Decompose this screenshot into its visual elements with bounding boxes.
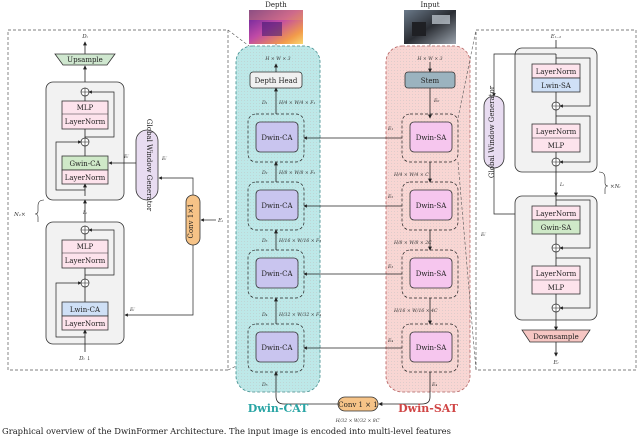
encoder-detail-panel: Eₗ₋₁ LayerNorm Lwin-SA LayerNorm MLP Glo… [475, 29, 637, 371]
dwin-sa-label: Dwin-SA [416, 134, 448, 142]
l-i-label: Lᵢ [82, 210, 87, 216]
layernorm-label: LayerNorm [65, 257, 106, 265]
mlp-label: MLP [548, 142, 565, 150]
dwin-ca-label: Dwin-CA [261, 134, 293, 142]
main-architecture: Depth Input H × W × 3 H × W × 3 Depth He… [235, 1, 471, 424]
dwin-ca-label: Dwin-CA [261, 202, 293, 210]
decoder-detail-panel: Dᵢ Upsample MLP LayerNorm Gwin-CA LayerN… [7, 29, 229, 371]
dwin-sa-block[interactable] [409, 257, 453, 289]
e4-label: E₄ [387, 338, 393, 344]
dwin-sa-label: Dwin-SA [416, 270, 448, 278]
e3-dim-label: H/16 × W/16 × 4C [393, 308, 438, 314]
dwin-sa-block[interactable] [409, 189, 453, 221]
d1-label: D₁ [261, 100, 268, 106]
input-dim-label: H × W × 3 [416, 56, 442, 62]
dwin-sa-block[interactable] [409, 331, 453, 363]
layernorm-label: LayerNorm [536, 270, 577, 278]
d3-label: D₃ [261, 238, 268, 244]
decoder-stage-1: Dwin-CA D₁ H/4 × W/4 × F₁ [247, 87, 315, 163]
d1-dim-label: H/4 × W/4 × F₁ [278, 100, 315, 106]
d-i-bottom-label: Dᵢ ↓ [78, 356, 91, 362]
dwin-ca-label: Dwin-CA [261, 270, 293, 278]
decoder-detail-frame [7, 29, 229, 371]
layernorm-label: LayerNorm [536, 68, 577, 76]
dwin-cat-label: Dwin-CAT [248, 402, 309, 415]
dwin-sa-block[interactable] [409, 121, 453, 153]
input-caption: Input [420, 1, 439, 9]
e-l-minus-1-label: Eₗ₋₁ [550, 34, 561, 40]
global-window-generator-label: Global Window Generator [145, 119, 153, 212]
d-i-top-label: Dᵢ [81, 34, 88, 40]
dwin-ca-block[interactable] [255, 331, 299, 363]
e0-label: E₀ [433, 98, 439, 104]
d3-dim-label: H/16 × W/16 × F₃ [278, 238, 321, 244]
stem-label: Stem [421, 77, 440, 85]
d2-dim-label: H/8 × W/8 × F₂ [278, 170, 315, 176]
encoder-stage-1: Dwin-SA E₁ H/4 × W/4 × C [387, 113, 459, 183]
mlp-ln-group [61, 100, 109, 130]
e2-dim-label: H/8 × W/8 × 2C [393, 240, 432, 246]
input-dim-label: H × W × 3 [264, 56, 290, 62]
dwin-ca-block[interactable] [255, 189, 299, 221]
repeat-label: N₁× [13, 212, 26, 218]
e1-label: E₁ [387, 126, 393, 132]
dwin-sa-label: Dwin-SA [416, 202, 448, 210]
conv-1x1-label: Conv 1×1 [187, 203, 195, 238]
e3-label: E₃ [387, 264, 393, 270]
e-i-prime-label: Eᵢ′ [123, 154, 130, 160]
layernorm-label: LayerNorm [65, 174, 106, 182]
downsample-label: Downsample [533, 333, 579, 341]
mlp-label: MLP [548, 284, 565, 292]
e-i-prime-label: Eᵢ′ [161, 156, 168, 162]
d5-label: D₅ [261, 382, 268, 388]
e-i-prime-label: Eᵢ′ [129, 307, 136, 313]
repeat-label: ×Nᵢ [610, 184, 621, 190]
e2-label: E₂ [387, 194, 393, 200]
upsample-block [54, 53, 116, 66]
global-window-generator-label: Global Window Generator [488, 85, 496, 178]
mlp-label: MLP [77, 104, 94, 112]
dwin-ca-block[interactable] [255, 257, 299, 289]
lwin-sa-label: Lwin-SA [541, 82, 572, 90]
decoder-stage-4: Dwin-CA D₄ H/32 × W/32 × F₄ [247, 297, 321, 373]
layernorm-label: LayerNorm [65, 320, 106, 328]
e-l-label: Eₗ [552, 360, 558, 366]
encoder-detail-frame [475, 29, 637, 371]
e-i-label: Eᵢ [217, 218, 223, 224]
layernorm-label: LayerNorm [536, 128, 577, 136]
decoder-stage-2: Dwin-CA D₂ H/8 × W/8 × F₂ [247, 161, 315, 231]
gwin-sa-label: Gwin-SA [541, 224, 572, 232]
l-i-label: Lᵢ [559, 182, 564, 188]
lwin-ca-label: Lwin-CA [70, 306, 101, 314]
downsample-block [521, 329, 591, 343]
decoder-stage-3: Dwin-CA D₃ H/16 × W/16 × F₃ [247, 229, 321, 299]
layernorm-label: LayerNorm [536, 210, 577, 218]
layernorm-label: LayerNorm [65, 118, 106, 126]
dwin-sa-label: Dwin-SA [416, 344, 448, 352]
upsample-label: Upsample [67, 56, 103, 64]
d4-dim-label: H/32 × W/32 × F₄ [278, 312, 321, 318]
e4-out-label: E₄ [431, 382, 437, 388]
depth-head-label: Depth Head [255, 77, 298, 85]
bottleneck-dim-label: H/32 × W/32 × 8C′ [335, 418, 381, 424]
encoder-stage-3: Dwin-SA E₃ H/16 × W/16 × 4C [387, 249, 459, 325]
encoder-stage-2: Dwin-SA E₂ H/8 × W/8 × 2C [387, 181, 459, 251]
d4-label: D₄ [261, 312, 268, 318]
conv-1x1-label: Conv 1 × 1 [338, 401, 377, 409]
depth-caption: Depth [265, 1, 287, 9]
gwin-ca-label: Gwin-CA [69, 160, 101, 168]
global-window-generator-block [135, 129, 159, 201]
dwin-sat-label: Dwin-SAT [398, 402, 459, 415]
dwin-ca-label: Dwin-CA [261, 344, 293, 352]
e1-dim-label: H/4 × W/4 × C [393, 172, 429, 178]
figure-caption: Graphical overview of the DwinFormer Arc… [2, 426, 451, 436]
mlp-label: MLP [77, 243, 94, 251]
d2-label: D₂ [261, 170, 268, 176]
e-i-prime-label: Eᵢ′ [480, 232, 487, 238]
dwin-ca-block[interactable] [255, 121, 299, 153]
